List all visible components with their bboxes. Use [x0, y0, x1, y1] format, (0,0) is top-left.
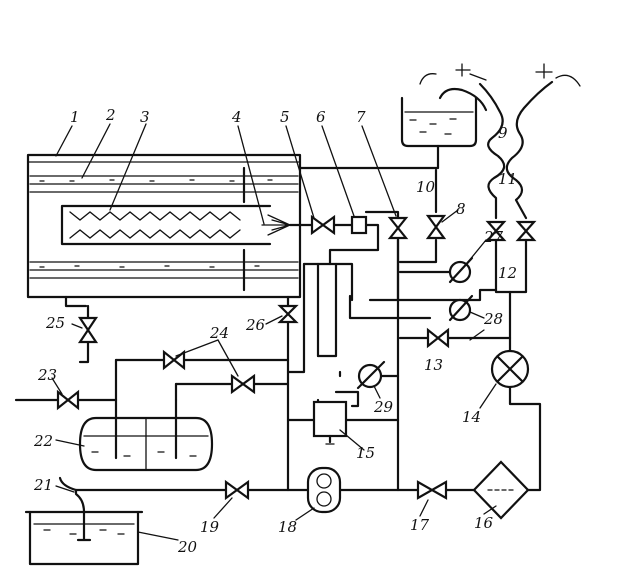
label-4: 4: [231, 108, 242, 126]
valve-23[interactable]: [56, 389, 80, 411]
label-9: 9: [498, 124, 508, 142]
label-7: 7: [356, 108, 366, 126]
valve-7[interactable]: [387, 216, 409, 240]
label-18: 18: [278, 518, 297, 536]
label-26: 26: [245, 316, 266, 334]
label-5: 5: [280, 108, 290, 126]
valve-8[interactable]: [425, 214, 447, 240]
valve-24-upper[interactable]: [162, 349, 186, 371]
filter-16: [472, 460, 530, 520]
piping: [14, 144, 542, 492]
gauge-27: [448, 256, 474, 284]
valve-17[interactable]: [416, 480, 448, 500]
label-23: 23: [37, 366, 57, 384]
label-16: 16: [474, 514, 494, 532]
callout-labels: 1 2 3 4 5 6 7 8 9 10 11 12 13 14 15 16 1…: [33, 106, 517, 556]
valve-5[interactable]: [310, 214, 336, 236]
tank-22: [78, 398, 214, 472]
flow-coil: [419, 63, 581, 220]
label-12: 12: [498, 264, 517, 282]
label-14: 14: [462, 408, 481, 426]
leader-lines: [51, 123, 497, 541]
label-20: 20: [177, 538, 198, 556]
valve-11-right[interactable]: [515, 220, 537, 242]
valve-25[interactable]: [77, 316, 99, 344]
meter-14: [490, 349, 530, 389]
valve-11-left[interactable]: [485, 220, 507, 242]
expansion-tank: [400, 87, 488, 148]
gauge-29: [356, 360, 386, 390]
label-11: 11: [498, 170, 517, 188]
label-1: 1: [70, 108, 80, 126]
label-22: 22: [33, 432, 53, 450]
label-3: 3: [140, 108, 150, 126]
valve-24-lower[interactable]: [230, 373, 256, 395]
label-25: 25: [45, 314, 65, 332]
label-6: 6: [316, 108, 326, 126]
separator-15: [312, 400, 348, 445]
label-19: 19: [200, 518, 220, 536]
pump-18: [306, 466, 342, 514]
label-27: 27: [483, 228, 504, 246]
label-21: 21: [33, 476, 53, 494]
gauge-28: [448, 294, 474, 322]
valve-19[interactable]: [224, 479, 250, 501]
label-8: 8: [456, 200, 466, 218]
label-13: 13: [424, 356, 443, 374]
valve-13[interactable]: [426, 327, 450, 349]
boiler-body: [26, 153, 302, 308]
label-29: 29: [373, 398, 394, 416]
label-17: 17: [410, 516, 430, 534]
label-24: 24: [209, 324, 229, 342]
label-10: 10: [416, 178, 436, 196]
tank-20: [24, 488, 144, 566]
valve-26[interactable]: [277, 304, 299, 324]
label-15: 15: [356, 444, 375, 462]
label-28: 28: [483, 310, 503, 328]
label-2: 2: [105, 106, 116, 124]
valve-6[interactable]: [350, 215, 368, 235]
